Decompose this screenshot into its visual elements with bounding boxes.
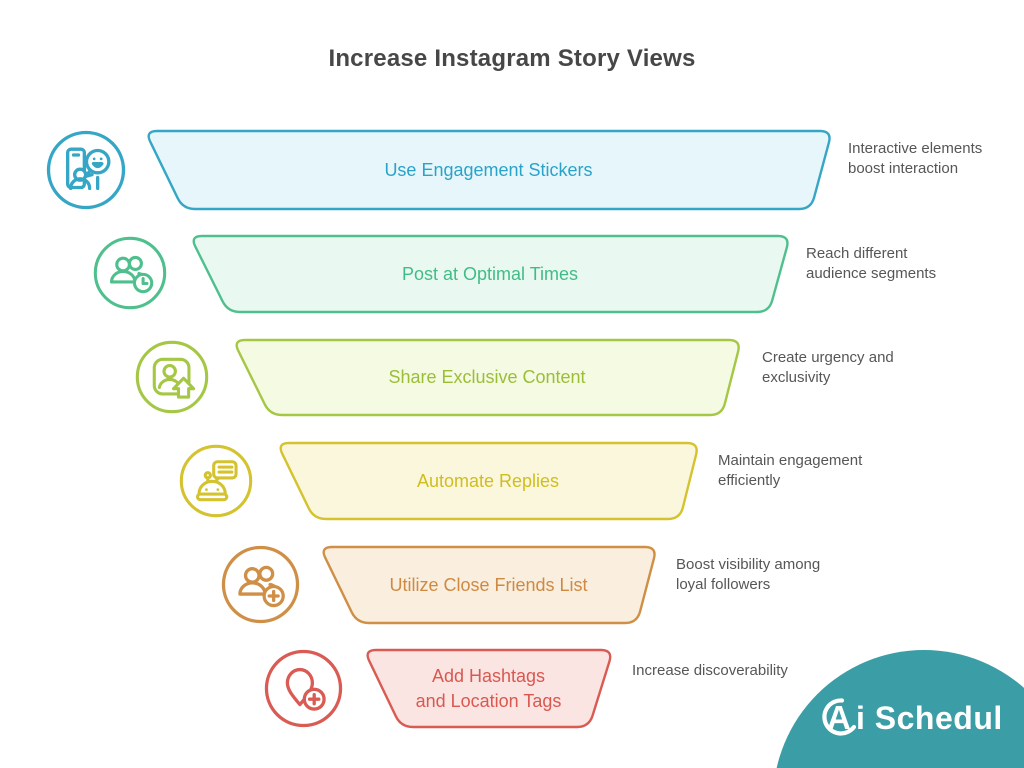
funnel-note: Increase discoverability bbox=[632, 662, 788, 679]
page-title: Increase Instagram Story Views bbox=[328, 45, 696, 72]
funnel-segment-shape bbox=[279, 441, 698, 521]
funnel-note: Interactive elements boost interaction bbox=[848, 140, 983, 177]
funnel-segment-shape bbox=[147, 129, 831, 211]
funnel-segment bbox=[192, 234, 789, 314]
funnel-label: Use Engagement Stickers bbox=[384, 159, 593, 180]
add-friends-icon bbox=[221, 545, 300, 624]
funnel-segment-shape bbox=[322, 545, 656, 625]
funnel-segment bbox=[322, 545, 656, 625]
funnel-segment-shape bbox=[192, 234, 789, 314]
funnel-label: Add Hashtags and Location Tags bbox=[415, 666, 562, 711]
funnel-segment-shape bbox=[366, 648, 612, 729]
users-clock-icon bbox=[93, 236, 167, 310]
funnel-label: Post at Optimal Times bbox=[401, 263, 579, 284]
funnel-note: Boost visibility among loyal followers bbox=[676, 556, 821, 593]
robot-chat-icon bbox=[179, 444, 253, 518]
funnel-segment bbox=[147, 129, 831, 211]
story-sticker-icon bbox=[46, 130, 126, 210]
funnel-label: Share Exclusive Content bbox=[388, 367, 586, 388]
funnel-segment bbox=[235, 338, 740, 417]
funnel-note: Maintain engagement efficiently bbox=[718, 452, 863, 489]
location-add-icon bbox=[264, 649, 343, 728]
funnel-note: Reach different audience segments bbox=[806, 245, 937, 282]
funnel-segment-shape bbox=[235, 338, 740, 417]
funnel-label: Automate Replies bbox=[416, 470, 560, 491]
profile-upload-icon bbox=[135, 340, 209, 414]
funnel-segment bbox=[366, 648, 612, 729]
funnel-label: Utilize Close Friends List bbox=[389, 574, 588, 595]
funnel-segment bbox=[279, 441, 698, 521]
funnel-note: Create urgency and exclusivity bbox=[762, 349, 894, 386]
